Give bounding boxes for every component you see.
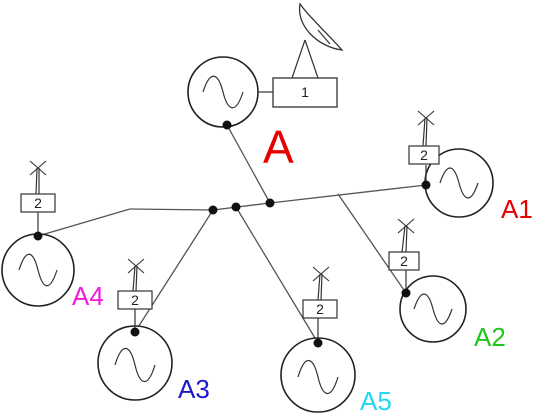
junction-dot xyxy=(130,327,140,337)
antenna-icon xyxy=(29,160,47,176)
center-box-label: 1 xyxy=(301,84,309,100)
bus-line-main xyxy=(129,208,214,211)
transformer-box-a1 xyxy=(408,145,440,165)
junction-dot xyxy=(222,120,232,130)
junction-dot xyxy=(208,205,218,215)
junction-dot xyxy=(401,288,411,298)
branch-center xyxy=(226,124,271,204)
center-label: A xyxy=(263,121,294,173)
label-a2: A2 xyxy=(474,322,506,352)
bus-line-a4 xyxy=(37,208,131,237)
svg-text:2: 2 xyxy=(316,301,324,317)
center-generator: 1 xyxy=(187,2,344,128)
node-a2: 2 xyxy=(388,218,467,343)
sine-icon xyxy=(202,75,244,109)
sine-icon xyxy=(18,253,58,287)
sine-icon xyxy=(413,293,453,325)
junction-dot xyxy=(231,202,241,212)
sine-icon xyxy=(297,359,339,395)
svg-text:2: 2 xyxy=(34,195,42,211)
antenna-icon xyxy=(127,258,145,274)
bus-line-a1 xyxy=(269,184,427,204)
satellite-dish-icon xyxy=(298,2,344,51)
transformer-box-a2 xyxy=(388,251,420,271)
junction-dot xyxy=(265,198,275,208)
svg-text:2: 2 xyxy=(131,292,139,308)
sine-icon xyxy=(439,167,479,199)
junction-dot xyxy=(33,231,43,241)
svg-text:2: 2 xyxy=(420,147,428,163)
svg-text:2: 2 xyxy=(400,253,408,269)
bus-line-junction xyxy=(212,202,271,211)
label-a1: A1 xyxy=(501,194,533,224)
junction-dot xyxy=(421,180,431,190)
antenna-icon xyxy=(417,110,435,126)
antenna-icon xyxy=(397,218,415,234)
transformer-box-a4 xyxy=(20,193,56,213)
node-a4: 2 xyxy=(1,160,75,307)
transformer-box-a5 xyxy=(302,299,338,319)
label-a4: A4 xyxy=(72,281,104,311)
label-a3: A3 xyxy=(178,374,210,404)
branch-a5 xyxy=(235,206,319,344)
center-transformer-box xyxy=(272,77,338,108)
branch-a2 xyxy=(337,193,407,294)
label-a5: A5 xyxy=(360,386,392,415)
node-a5: 2 xyxy=(280,266,356,413)
branch-a3 xyxy=(134,209,214,333)
node-a1: 2 xyxy=(408,110,494,218)
transformer-box-a3 xyxy=(117,290,153,310)
node-a3: 2 xyxy=(97,258,173,401)
antenna-icon xyxy=(312,266,330,282)
sine-icon xyxy=(114,347,156,383)
junction-dot xyxy=(313,338,323,348)
